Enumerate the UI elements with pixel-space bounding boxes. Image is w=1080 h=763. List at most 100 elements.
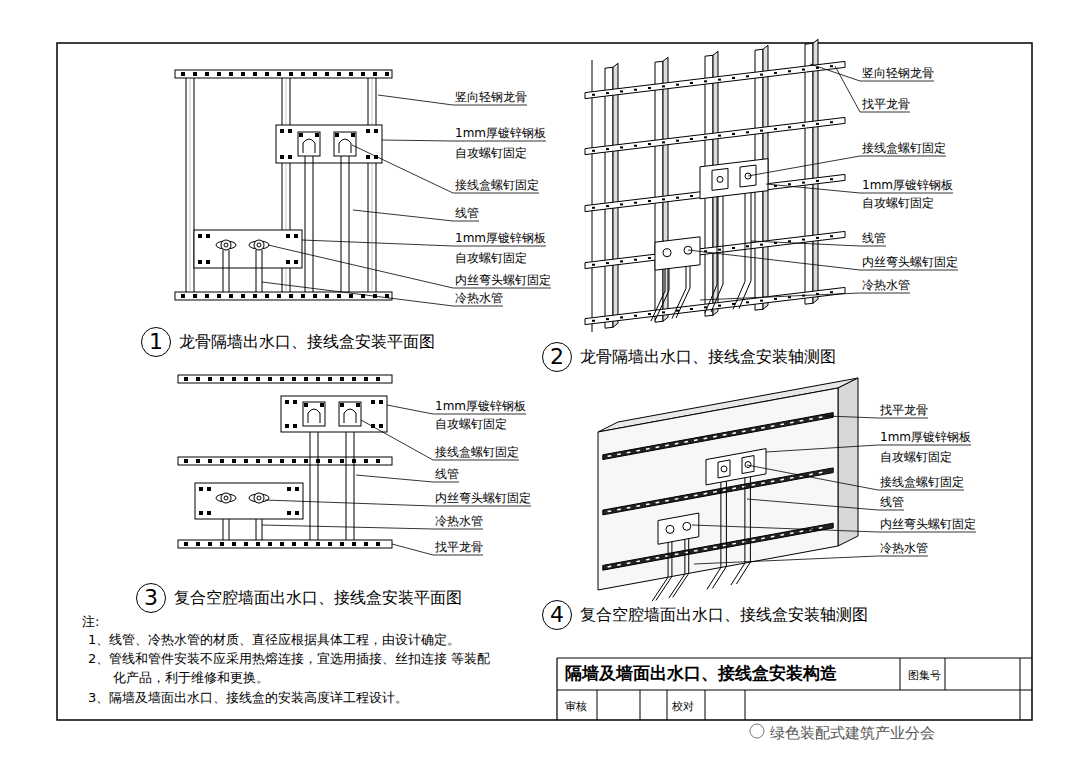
screw xyxy=(287,487,291,491)
line xyxy=(819,471,823,473)
rail-hole xyxy=(746,75,749,77)
track-hole xyxy=(253,72,257,76)
track-hole xyxy=(352,542,356,546)
part-label: 1mm厚镀锌钢板 xyxy=(455,231,546,245)
track-hole xyxy=(280,542,284,546)
rail-hole xyxy=(830,235,833,237)
levelling-rail xyxy=(603,413,833,460)
line xyxy=(651,291,665,321)
line xyxy=(675,498,679,500)
line xyxy=(341,156,342,292)
track-hole xyxy=(316,377,320,381)
rail-hole xyxy=(746,131,749,133)
part-label: 自攻螺钉固定 xyxy=(455,146,527,160)
view-title: 龙骨隔墙出水口、接线盒安装平面图 xyxy=(179,333,435,351)
elbow-flange xyxy=(216,494,236,502)
screw xyxy=(293,424,297,428)
rail-hole xyxy=(788,70,791,72)
screw xyxy=(280,155,284,159)
rail-hole xyxy=(830,65,833,67)
track-hole xyxy=(352,377,356,381)
rail-hole xyxy=(648,313,651,315)
screw xyxy=(335,133,339,137)
track-hole xyxy=(256,459,260,463)
part-label: 接线盒螺钉固定 xyxy=(435,445,519,459)
elbow-flange xyxy=(249,494,269,502)
line xyxy=(723,489,727,491)
rail-hole xyxy=(634,259,637,261)
rail-hole xyxy=(676,84,679,86)
rail-hole xyxy=(816,123,819,125)
line xyxy=(790,421,794,423)
line xyxy=(627,451,631,453)
part-label: 线管 xyxy=(880,495,904,509)
line xyxy=(819,416,823,418)
track-hole xyxy=(217,294,221,298)
leader-line xyxy=(268,245,551,288)
line xyxy=(900,658,901,690)
junction-box xyxy=(718,460,730,478)
callout-number: 1 xyxy=(141,327,171,357)
note: 注: xyxy=(82,612,99,631)
line xyxy=(675,553,679,555)
line xyxy=(745,186,746,281)
track-hole xyxy=(301,294,305,298)
leader-line xyxy=(700,293,910,300)
rail-hole xyxy=(760,74,763,76)
track-hole xyxy=(184,542,188,546)
line xyxy=(704,548,708,550)
track-hole xyxy=(265,294,269,298)
track-hole xyxy=(244,459,248,463)
line xyxy=(646,448,650,450)
line xyxy=(223,250,224,292)
rail-hole xyxy=(830,291,833,293)
junction-box xyxy=(742,456,754,474)
part-label: 找平龙骨 xyxy=(880,403,928,417)
line xyxy=(752,484,756,486)
line xyxy=(694,550,698,552)
track-hole xyxy=(241,72,245,76)
view-heading: 1 龙骨隔墙出水口、接线盒安装平面图 xyxy=(141,327,435,357)
track-hole xyxy=(340,542,344,546)
junction-box xyxy=(298,132,320,156)
track-hole xyxy=(364,542,368,546)
line xyxy=(771,480,775,482)
line xyxy=(256,250,257,292)
line xyxy=(732,543,736,545)
part-label: 冷热水管 xyxy=(862,278,910,292)
track xyxy=(175,292,392,300)
track-hole xyxy=(289,72,293,76)
elbow xyxy=(683,522,691,530)
screw xyxy=(320,403,324,407)
stud-flange xyxy=(813,39,818,303)
steel-plate xyxy=(276,125,382,163)
steel-plate xyxy=(655,237,700,270)
steel-plate xyxy=(658,513,699,544)
track-hole xyxy=(184,377,188,381)
rail-hole xyxy=(760,300,763,302)
line xyxy=(640,690,641,720)
elbow xyxy=(254,240,264,250)
screw xyxy=(293,400,297,404)
line xyxy=(704,493,708,495)
line xyxy=(761,537,765,539)
rail-hole xyxy=(788,183,791,185)
junction-box xyxy=(303,402,325,426)
track-hole xyxy=(280,377,284,381)
track xyxy=(178,457,392,465)
line xyxy=(636,560,640,562)
stud-flange xyxy=(663,57,668,321)
box-detail xyxy=(745,173,751,179)
part-label: 自攻螺钉固定 xyxy=(455,251,527,265)
callout-number: 4 xyxy=(542,600,572,630)
rail-hole xyxy=(802,239,805,241)
line xyxy=(694,439,698,441)
line xyxy=(656,557,660,559)
junction-box-detail xyxy=(344,409,356,423)
elbow xyxy=(663,249,671,257)
screw xyxy=(366,155,370,159)
line xyxy=(945,658,946,690)
screw xyxy=(374,129,378,133)
